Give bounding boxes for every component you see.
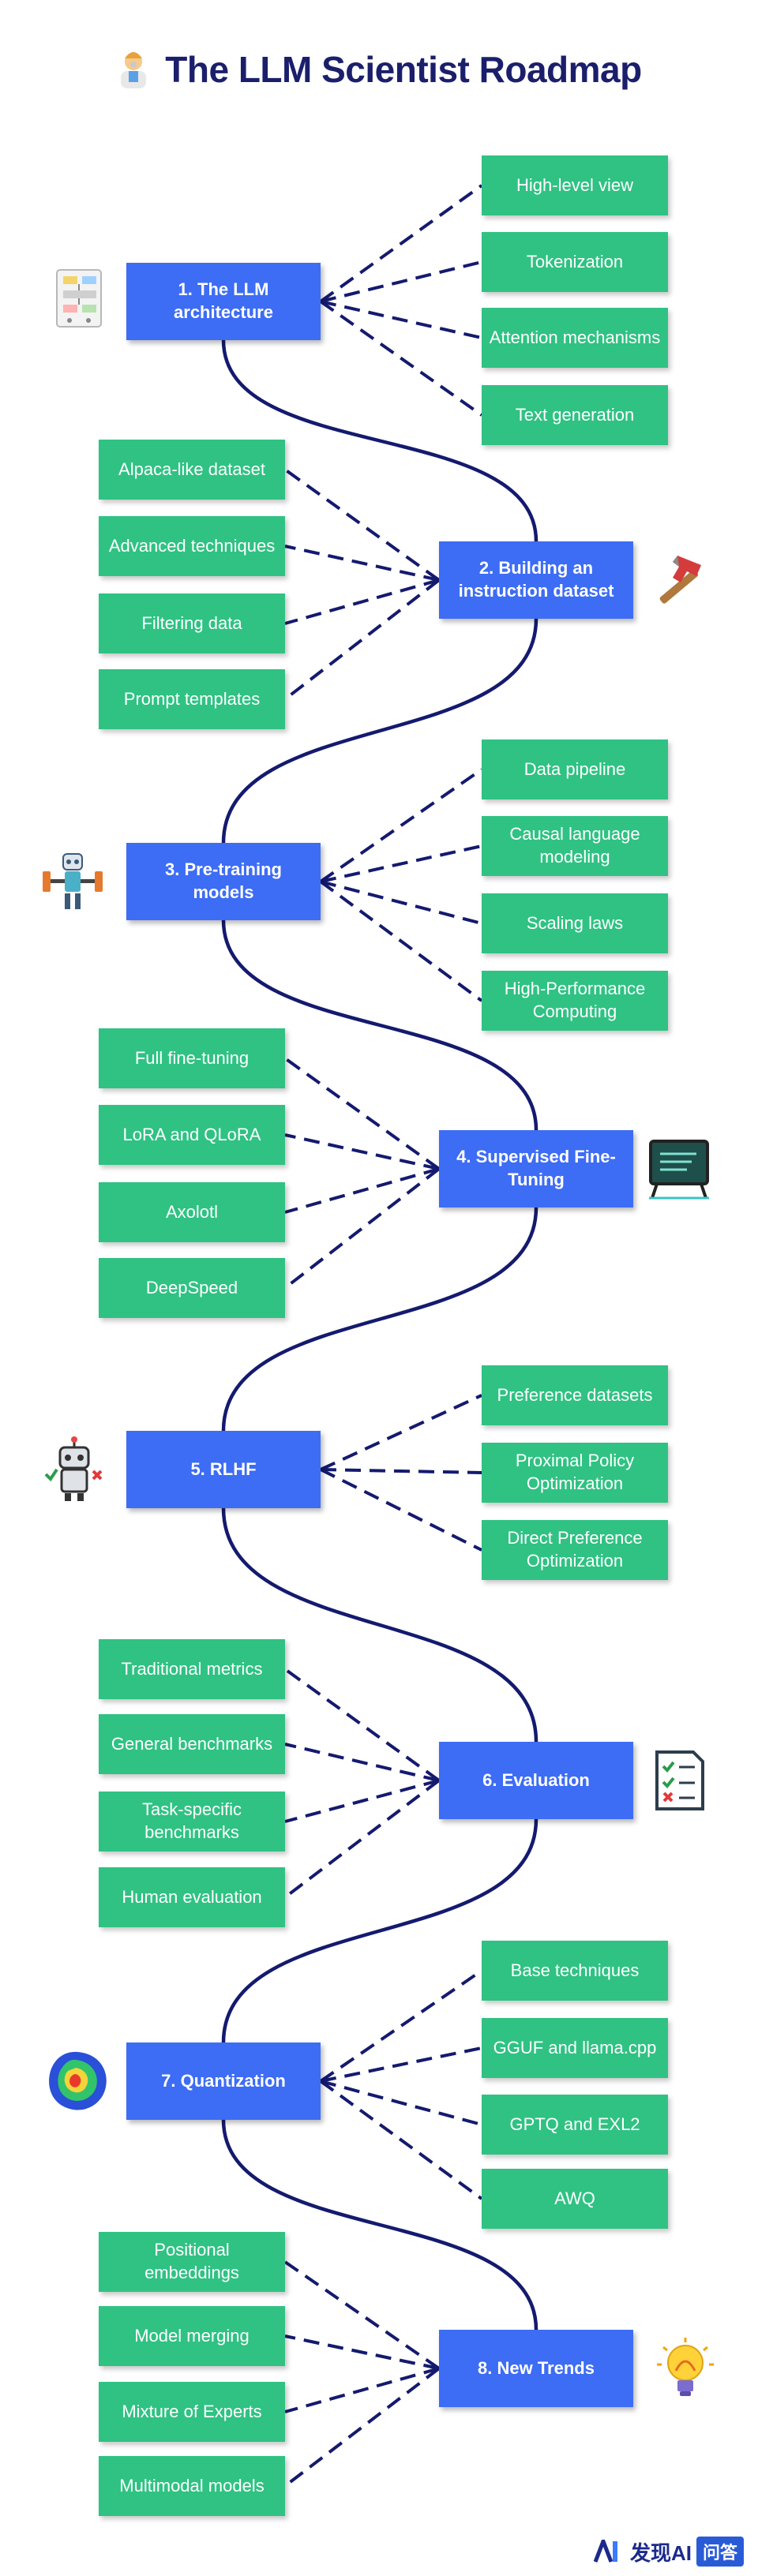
topic-alpaca-like-dataset: Alpaca-like dataset bbox=[99, 440, 285, 500]
topic-advanced-techniques: Advanced techniques bbox=[99, 516, 285, 576]
topic-lora-and-qlora: LoRA and QLoRA bbox=[99, 1105, 285, 1165]
dashed-link bbox=[319, 300, 483, 417]
robot-icon bbox=[41, 1436, 107, 1503]
roadmap-curve bbox=[221, 919, 538, 1131]
topic-gptq-and-exl2: GPTQ and EXL2 bbox=[482, 2095, 668, 2155]
checklist-icon bbox=[646, 1747, 712, 1814]
topic-awq: AWQ bbox=[482, 2169, 668, 2229]
dashed-link bbox=[283, 1668, 441, 1782]
topic-filtering-data: Filtering data bbox=[99, 593, 285, 653]
topic-gguf-and-llama-cpp: GGUF and llama.cpp bbox=[482, 2018, 668, 2078]
dashed-links bbox=[283, 184, 483, 2488]
title-text: The LLM Scientist Roadmap bbox=[165, 49, 642, 90]
topic-direct-preference-optimization: Direct Preference Optimization bbox=[482, 1520, 668, 1580]
roadmap-step-1: 1. The LLM architecture bbox=[126, 263, 321, 340]
dashed-link bbox=[320, 844, 482, 883]
dashed-link bbox=[284, 2367, 440, 2413]
dashed-link bbox=[320, 2046, 482, 2083]
topic-tokenization: Tokenization bbox=[482, 232, 668, 292]
roadmap-curve bbox=[221, 1207, 538, 1432]
dashed-link bbox=[283, 468, 441, 582]
roadmap-curve bbox=[221, 1507, 538, 1743]
roadmap-step-7: 7. Quantization bbox=[126, 2042, 321, 2120]
dashed-link bbox=[284, 545, 440, 582]
topic-high-performance-computing: High-Performance Computing bbox=[482, 971, 668, 1031]
topic-attention-mechanisms: Attention mechanisms bbox=[482, 308, 668, 368]
dashed-link bbox=[283, 2367, 441, 2488]
roadmap-step-4: 4. Supervised Fine-Tuning bbox=[439, 1130, 633, 1208]
dashed-link bbox=[283, 578, 441, 701]
roadmap-curve bbox=[221, 2119, 538, 2331]
dashed-link bbox=[284, 1743, 440, 1782]
dashed-link bbox=[320, 2080, 482, 2126]
dashed-link bbox=[319, 184, 483, 303]
topic-task-specific-benchmarks: Task-specific benchmarks bbox=[99, 1792, 285, 1852]
dashed-link bbox=[319, 768, 483, 883]
dashed-link bbox=[284, 1133, 440, 1170]
roadmap-step-3: 3. Pre-training models bbox=[126, 843, 321, 920]
dashed-link bbox=[283, 1167, 441, 1290]
page-title: The LLM Scientist Roadmap bbox=[0, 47, 758, 91]
topic-full-fine-tuning: Full fine-tuning bbox=[99, 1028, 285, 1088]
topic-scaling-laws: Scaling laws bbox=[482, 893, 668, 953]
dashed-link bbox=[283, 1779, 441, 1899]
hammer-icon bbox=[646, 548, 712, 614]
dashed-link bbox=[319, 1969, 483, 2083]
roadmap-curve bbox=[221, 1818, 538, 2043]
dashed-link bbox=[319, 880, 483, 1002]
topic-positional-embeddings: Positional embeddings bbox=[99, 2232, 285, 2292]
heatmap-blob-icon bbox=[44, 2049, 111, 2115]
scientist-icon bbox=[116, 47, 151, 88]
topic-traditional-metrics: Traditional metrics bbox=[99, 1639, 285, 1699]
roadmap-curve bbox=[221, 618, 538, 844]
dashed-link bbox=[284, 2334, 440, 2370]
topic-deepspeed: DeepSpeed bbox=[99, 1258, 285, 1318]
dashed-link bbox=[284, 1167, 440, 1214]
topic-data-pipeline: Data pipeline bbox=[482, 739, 668, 799]
topic-multimodal-models: Multimodal models bbox=[99, 2456, 285, 2516]
dashed-link bbox=[320, 1468, 482, 1474]
topic-prompt-templates: Prompt templates bbox=[99, 669, 285, 729]
roadmap-curve bbox=[221, 339, 538, 542]
topic-high-level-view: High-level view bbox=[482, 155, 668, 215]
watermark: 发现AI 问答 bbox=[593, 2537, 744, 2567]
topic-mixture-of-experts: Mixture of Experts bbox=[99, 2382, 285, 2442]
dashed-link bbox=[320, 260, 482, 303]
dashed-link bbox=[283, 2260, 441, 2370]
topic-causal-language-modeling: Causal language modeling bbox=[482, 816, 668, 876]
topic-preference-datasets: Preference datasets bbox=[482, 1365, 668, 1425]
dashed-link bbox=[319, 2080, 483, 2200]
roadmap-step-5: 5. RLHF bbox=[126, 1431, 321, 1508]
dashed-link bbox=[320, 1394, 482, 1471]
dashed-link bbox=[283, 1057, 441, 1170]
roadmap-step-6: 6. Evaluation bbox=[439, 1742, 633, 1819]
architecture-diagram-icon bbox=[46, 265, 112, 331]
topic-human-evaluation: Human evaluation bbox=[99, 1867, 285, 1927]
roadmap-step-2: 2. Building an instruction dataset bbox=[439, 541, 633, 619]
watermark-brand: 发现AI bbox=[629, 2540, 692, 2565]
dashed-link bbox=[320, 300, 482, 339]
topic-proximal-policy-optimization: Proximal Policy Optimization bbox=[482, 1443, 668, 1503]
topic-model-merging: Model merging bbox=[99, 2306, 285, 2366]
topic-general-benchmarks: General benchmarks bbox=[99, 1714, 285, 1774]
brand-logo-icon bbox=[593, 2540, 617, 2563]
roadmap-step-8: 8. New Trends bbox=[439, 2330, 633, 2407]
watermark-qa: 问答 bbox=[696, 2537, 744, 2567]
topic-text-generation: Text generation bbox=[482, 385, 668, 445]
dashed-link bbox=[284, 1779, 440, 1823]
topic-axolotl: Axolotl bbox=[99, 1182, 285, 1242]
dashed-link bbox=[320, 1468, 482, 1552]
dashed-link bbox=[320, 880, 482, 925]
chalkboard-icon bbox=[646, 1135, 712, 1201]
weightlifting-robot-icon bbox=[39, 848, 106, 914]
dashed-link bbox=[284, 578, 440, 625]
topic-base-techniques: Base techniques bbox=[482, 1941, 668, 2001]
lightbulb-icon bbox=[652, 2336, 719, 2402]
roadmap-path bbox=[221, 339, 538, 2331]
